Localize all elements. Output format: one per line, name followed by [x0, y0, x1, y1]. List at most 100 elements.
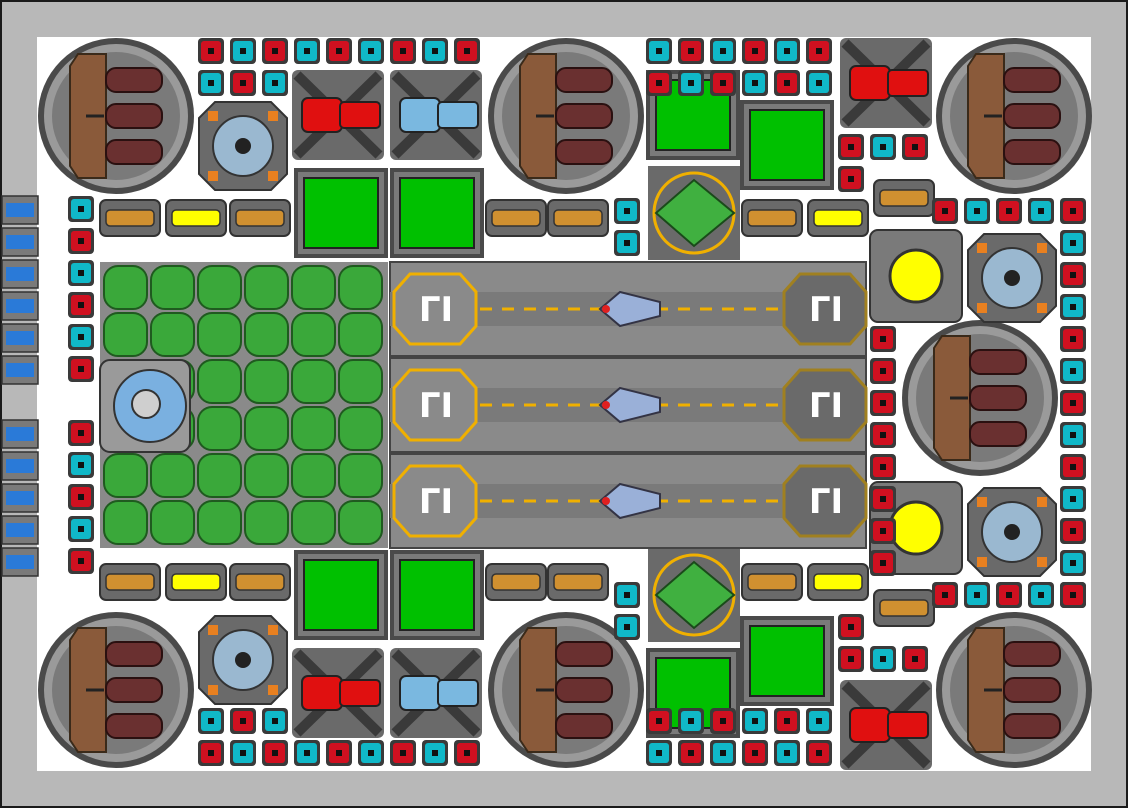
armor-cell-icon[interactable] — [68, 228, 94, 254]
power-cell-icon[interactable] — [68, 196, 94, 222]
thruster-icon[interactable] — [1, 195, 39, 225]
turret-icon[interactable] — [99, 199, 161, 237]
thruster-icon[interactable] — [488, 612, 644, 768]
power-cell-icon[interactable] — [678, 70, 704, 96]
armor-cell-icon[interactable] — [806, 38, 832, 64]
power-cell-icon[interactable] — [806, 70, 832, 96]
power-cell-icon[interactable] — [710, 38, 736, 64]
missile-launcher-icon[interactable] — [165, 199, 227, 237]
hangar-bay-3[interactable] — [389, 453, 868, 549]
armor-cell-icon[interactable] — [838, 614, 864, 640]
armor-cell-icon[interactable] — [710, 70, 736, 96]
blue-laser-icon[interactable] — [390, 648, 482, 738]
power-cell-icon[interactable] — [262, 70, 288, 96]
red-cannon-icon[interactable] — [292, 70, 384, 160]
power-cell-icon[interactable] — [646, 38, 672, 64]
armor-cell-icon[interactable] — [1060, 518, 1086, 544]
shield-generator-icon[interactable] — [967, 487, 1057, 577]
power-cell-icon[interactable] — [294, 38, 320, 64]
armor-cell-icon[interactable] — [838, 166, 864, 192]
thruster-icon[interactable] — [1, 291, 39, 321]
turret-icon[interactable] — [99, 563, 161, 601]
power-cell-icon[interactable] — [1060, 230, 1086, 256]
thruster-icon[interactable] — [1, 227, 39, 257]
armor-cell-icon[interactable] — [1060, 262, 1086, 288]
cargo-module[interactable] — [294, 550, 388, 640]
armor-cell-icon[interactable] — [1060, 326, 1086, 352]
thruster-icon[interactable] — [38, 612, 194, 768]
thruster-icon[interactable] — [1, 419, 39, 449]
power-cell-icon[interactable] — [1060, 486, 1086, 512]
power-cell-icon[interactable] — [358, 740, 384, 766]
turret-icon[interactable] — [741, 563, 803, 601]
cargo-module[interactable] — [740, 100, 834, 190]
armor-cell-icon[interactable] — [198, 740, 224, 766]
missile-launcher-icon[interactable] — [807, 563, 869, 601]
armor-cell-icon[interactable] — [996, 582, 1022, 608]
missile-launcher-icon[interactable] — [165, 563, 227, 601]
armor-cell-icon[interactable] — [390, 740, 416, 766]
shield-generator-icon[interactable] — [198, 101, 288, 191]
armor-cell-icon[interactable] — [870, 486, 896, 512]
thruster-icon[interactable] — [902, 320, 1058, 476]
thruster-icon[interactable] — [936, 38, 1092, 194]
armor-cell-icon[interactable] — [230, 70, 256, 96]
shield-generator-icon[interactable] — [198, 615, 288, 705]
thruster-icon[interactable] — [1, 355, 39, 385]
armor-cell-icon[interactable] — [870, 518, 896, 544]
power-cell-icon[interactable] — [68, 260, 94, 286]
armor-cell-icon[interactable] — [902, 134, 928, 160]
power-cell-icon[interactable] — [774, 38, 800, 64]
power-cell-icon[interactable] — [262, 708, 288, 734]
power-cell-icon[interactable] — [870, 646, 896, 672]
armor-cell-icon[interactable] — [678, 740, 704, 766]
thruster-icon[interactable] — [1, 323, 39, 353]
turret-icon[interactable] — [873, 179, 935, 217]
power-cell-icon[interactable] — [68, 324, 94, 350]
armor-cell-icon[interactable] — [1060, 582, 1086, 608]
armor-cell-icon[interactable] — [870, 358, 896, 384]
hangar-bay-2[interactable] — [389, 357, 868, 453]
armor-cell-icon[interactable] — [68, 356, 94, 382]
power-cell-icon[interactable] — [1060, 422, 1086, 448]
armor-cell-icon[interactable] — [68, 420, 94, 446]
armor-cell-icon[interactable] — [68, 292, 94, 318]
thruster-icon[interactable] — [1, 547, 39, 577]
cargo-module[interactable] — [740, 616, 834, 706]
power-cell-icon[interactable] — [614, 230, 640, 256]
power-cell-icon[interactable] — [230, 38, 256, 64]
power-cell-icon[interactable] — [198, 70, 224, 96]
power-cell-icon[interactable] — [422, 38, 448, 64]
turret-icon[interactable] — [485, 563, 547, 601]
armor-cell-icon[interactable] — [454, 740, 480, 766]
power-cell-icon[interactable] — [964, 198, 990, 224]
armor-cell-icon[interactable] — [198, 38, 224, 64]
power-cell-icon[interactable] — [230, 740, 256, 766]
armor-cell-icon[interactable] — [996, 198, 1022, 224]
shield-generator-icon[interactable] — [967, 233, 1057, 323]
armor-cell-icon[interactable] — [742, 740, 768, 766]
cargo-module[interactable] — [294, 168, 388, 258]
armor-cell-icon[interactable] — [870, 454, 896, 480]
power-cell-icon[interactable] — [742, 708, 768, 734]
blue-laser-icon[interactable] — [390, 70, 482, 160]
turret-icon[interactable] — [741, 199, 803, 237]
armor-cell-icon[interactable] — [774, 708, 800, 734]
turret-icon[interactable] — [485, 199, 547, 237]
power-cell-icon[interactable] — [742, 70, 768, 96]
armor-cell-icon[interactable] — [326, 38, 352, 64]
red-cannon-icon[interactable] — [292, 648, 384, 738]
thruster-icon[interactable] — [488, 38, 644, 194]
bridge-icon[interactable] — [648, 548, 740, 642]
red-cannon-icon[interactable] — [840, 680, 932, 770]
power-cell-icon[interactable] — [964, 582, 990, 608]
power-cell-icon[interactable] — [68, 516, 94, 542]
armor-cell-icon[interactable] — [870, 390, 896, 416]
power-cell-icon[interactable] — [806, 708, 832, 734]
thruster-icon[interactable] — [1, 451, 39, 481]
hangar-bay-1[interactable] — [389, 261, 868, 357]
cargo-module[interactable] — [390, 550, 484, 640]
armor-cell-icon[interactable] — [1060, 454, 1086, 480]
turret-icon[interactable] — [547, 199, 609, 237]
armor-cell-icon[interactable] — [870, 422, 896, 448]
